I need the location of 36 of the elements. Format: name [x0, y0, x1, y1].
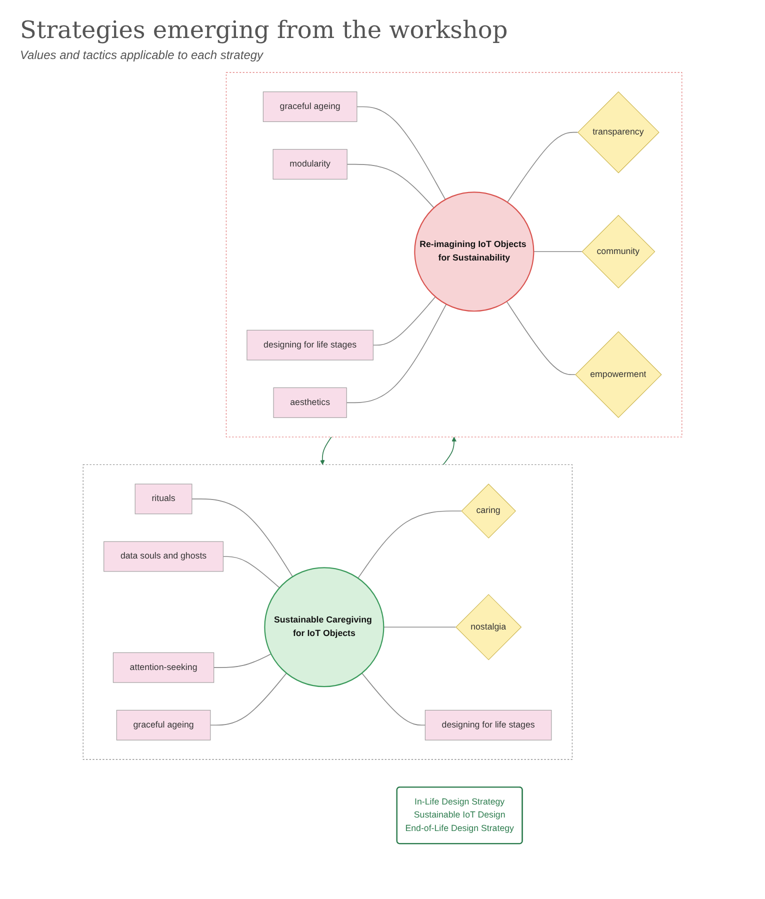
connector — [372, 296, 436, 346]
connector — [213, 654, 272, 668]
cluster — [226, 72, 682, 438]
connector — [358, 510, 462, 579]
node-circle: Re-imagining IoT Objects for Sustainability — [414, 192, 534, 312]
subtitle-note: Values and tactics applicable to each strategy — [20, 48, 264, 62]
connector — [210, 672, 287, 726]
node-diamond: empowerment — [575, 331, 662, 418]
node-circle: Sustainable Caregiving for IoT Objects — [264, 567, 384, 688]
arrow — [320, 436, 332, 465]
connector — [346, 304, 447, 404]
node-box: attention-seeking — [112, 652, 214, 683]
connector — [506, 301, 576, 376]
node-diamond: community — [582, 214, 656, 288]
connector — [533, 251, 582, 252]
connector — [346, 164, 434, 208]
cluster — [82, 464, 572, 760]
node-diamond: transparency — [578, 91, 660, 174]
node-box: graceful ageing — [116, 710, 211, 740]
arrow — [442, 436, 456, 466]
node-box: designing for life stages — [246, 330, 374, 360]
diagram-title: Strategies emerging from the workshop — [20, 16, 509, 44]
node-box: graceful ageing — [262, 92, 358, 122]
connector — [222, 556, 280, 588]
node-box: aesthetics — [273, 387, 347, 418]
node-box: modularity — [272, 149, 348, 180]
node-box: rituals — [134, 484, 192, 514]
node-box: data souls and ghosts — [104, 541, 224, 572]
connector — [383, 626, 456, 628]
node-box: designing for life stages — [424, 710, 552, 740]
node-diamond: caring — [461, 484, 516, 538]
connector — [192, 498, 294, 578]
connector — [506, 132, 578, 203]
connector — [356, 106, 446, 200]
connector — [361, 672, 426, 726]
node-diamond: nostalgia — [456, 594, 522, 660]
